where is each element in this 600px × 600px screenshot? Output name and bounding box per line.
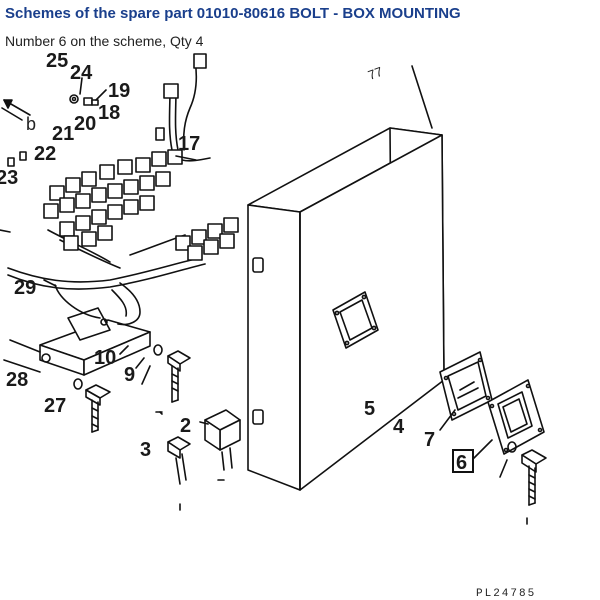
controller-box — [247, 65, 445, 491]
bolt-upper — [141, 344, 191, 403]
label-part-5: 5 — [364, 398, 375, 420]
small-parts-top-left — [7, 53, 207, 167]
connector-cluster-right — [175, 217, 239, 261]
switch-2 — [199, 409, 241, 471]
leader-lines — [1, 77, 197, 413]
label-part-3: 3 — [140, 439, 151, 461]
label-part-28: 28 — [6, 369, 28, 391]
page-title: Schemes of the spare part 01010-80616 BO… — [5, 5, 461, 22]
label-part-17: 17 — [178, 133, 200, 155]
label-part-24: 24 — [70, 62, 93, 84]
label-part-27: 27 — [44, 395, 66, 417]
label-part-21: 21 — [52, 123, 74, 145]
label-part-9: 9 — [124, 364, 135, 386]
screw-3 — [159, 411, 225, 511]
label-part-22: 22 — [34, 143, 56, 165]
label-part-23: 23 — [0, 167, 18, 189]
page-subtitle: Number 6 on the scheme, Qty 4 — [5, 33, 204, 49]
bolt-27 — [73, 378, 111, 433]
wiring-harness — [0, 59, 211, 326]
plate-code: PL24785 — [476, 588, 536, 600]
label-part-18: 18 — [98, 102, 120, 124]
label-part-6: 6 — [456, 452, 467, 474]
label-ref-top: 77 — [366, 64, 385, 83]
label-part-2: 2 — [180, 415, 191, 437]
label-part-20: 20 — [74, 113, 96, 135]
label-part-29: 29 — [14, 277, 36, 299]
bolt-6 — [499, 441, 547, 525]
label-part-10: 10 — [94, 347, 116, 369]
label-part-4: 4 — [393, 416, 405, 438]
cover-plate-7 — [439, 351, 493, 431]
bracket-10 — [3, 307, 151, 376]
label-part-25: 25 — [46, 50, 68, 72]
highlighted-part-6: 6 — [452, 449, 474, 474]
mounting-plate — [473, 379, 545, 459]
label-ref-b: b — [26, 114, 36, 134]
label-part-7: 7 — [424, 429, 435, 451]
part-number-labels: 2 3 4 5 7 9 10 17 18 19 20 21 22 23 24 2… — [0, 50, 435, 461]
label-part-19: 19 — [108, 80, 130, 102]
connector-cluster-upper — [43, 149, 183, 251]
